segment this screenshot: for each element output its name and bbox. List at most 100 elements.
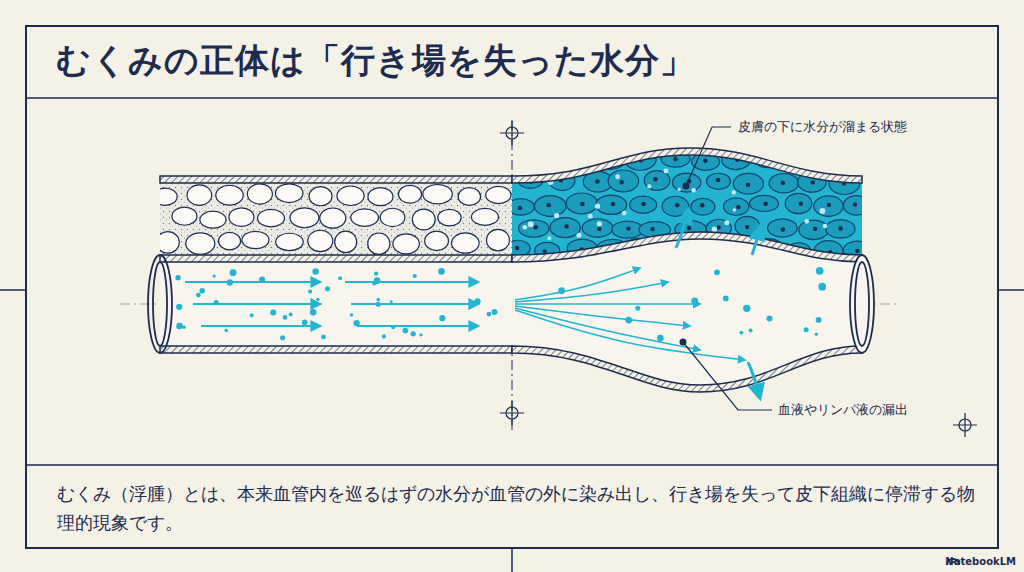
cell — [258, 209, 285, 226]
particle — [804, 327, 809, 332]
cell — [337, 186, 364, 205]
tick-mark — [0, 289, 26, 291]
cell — [393, 234, 420, 254]
caption: むくみ（浮腫）とは、本来血管内を巡るはずの水分が血管の外に染み出し、行き場を失っ… — [57, 480, 987, 538]
cell-nucleus — [827, 203, 831, 207]
title: むくみの正体は「行き場を失った水分」 — [56, 40, 695, 81]
cell — [500, 153, 531, 169]
cell-nucleus — [716, 178, 720, 182]
particle-group — [175, 267, 826, 342]
particle — [739, 331, 743, 335]
particle — [439, 315, 445, 321]
particle — [338, 276, 342, 280]
particle — [749, 328, 753, 332]
particle — [302, 320, 308, 326]
cell — [425, 231, 449, 250]
cell-nucleus — [745, 225, 749, 229]
cell — [550, 218, 580, 238]
frame — [26, 26, 998, 548]
cell-nucleus — [582, 158, 586, 162]
cell — [814, 152, 845, 172]
cell — [320, 208, 346, 228]
particle — [766, 315, 772, 321]
cell — [438, 209, 461, 225]
cell-nucleus — [746, 183, 750, 187]
cell-nucleus — [781, 227, 785, 231]
water-dot — [615, 174, 620, 179]
leader-line — [686, 127, 731, 186]
particle — [625, 317, 632, 324]
cell — [750, 195, 779, 211]
skin-layer — [512, 148, 862, 183]
flow-arrow — [357, 325, 478, 327]
water-dot — [595, 203, 600, 208]
cell — [351, 209, 379, 227]
particle — [815, 333, 818, 336]
cell — [537, 153, 567, 172]
cell — [846, 150, 876, 171]
cell — [216, 185, 243, 205]
water-dot — [724, 220, 729, 225]
cell — [630, 196, 657, 213]
cell-nucleus — [700, 203, 704, 207]
water-dot — [647, 184, 651, 188]
vessel-wall — [160, 255, 512, 262]
water-dot — [523, 225, 528, 230]
cell-nucleus — [580, 202, 584, 206]
particle — [312, 268, 318, 274]
cell-nucleus — [781, 181, 785, 185]
leader-group — [683, 127, 772, 410]
cell — [507, 199, 534, 215]
particle — [635, 306, 640, 311]
wall-group — [160, 148, 862, 392]
particle — [558, 287, 565, 294]
flow-arrow — [515, 282, 668, 302]
particle — [391, 325, 395, 329]
particle — [250, 313, 254, 317]
cell-nucleus — [736, 205, 740, 209]
watermark: NotebookLM — [945, 556, 1016, 568]
flow-arrows — [185, 210, 760, 398]
cell-nucleus — [791, 158, 795, 162]
cell-nucleus — [853, 202, 857, 206]
tube-end — [148, 255, 172, 353]
cell-nucleus — [687, 226, 691, 230]
cell-nucleus — [564, 224, 568, 228]
particle — [474, 298, 480, 304]
frame — [26, 97, 998, 99]
leader-dot — [680, 339, 687, 346]
flow-arrow — [515, 308, 700, 350]
cell — [452, 233, 480, 253]
cell — [826, 220, 855, 239]
cell — [186, 233, 215, 254]
particle — [175, 275, 180, 280]
crosshair — [500, 401, 524, 425]
cell — [398, 185, 421, 203]
particle — [377, 298, 381, 302]
particle — [230, 269, 237, 276]
particle — [818, 283, 826, 291]
cell — [471, 208, 498, 225]
cell-nucleus — [597, 227, 601, 231]
cell — [768, 219, 798, 237]
cell — [247, 184, 272, 204]
particle — [382, 334, 386, 338]
cell-nucleus — [717, 225, 721, 229]
particle — [325, 286, 330, 291]
cell — [612, 221, 643, 238]
frame — [0, 26, 1024, 572]
cell — [423, 185, 452, 204]
particle — [316, 298, 319, 301]
particle — [419, 333, 422, 336]
particle — [743, 305, 750, 312]
particle — [259, 277, 265, 283]
particle — [657, 335, 664, 342]
cell-nucleus — [547, 203, 551, 207]
flow-arrow — [193, 303, 320, 305]
tissue-normal — [160, 183, 512, 255]
cell-nucleus — [799, 201, 803, 205]
crosshair-group — [500, 121, 977, 437]
cell — [706, 173, 730, 189]
water-dot — [804, 219, 809, 224]
water-dot — [823, 224, 828, 229]
